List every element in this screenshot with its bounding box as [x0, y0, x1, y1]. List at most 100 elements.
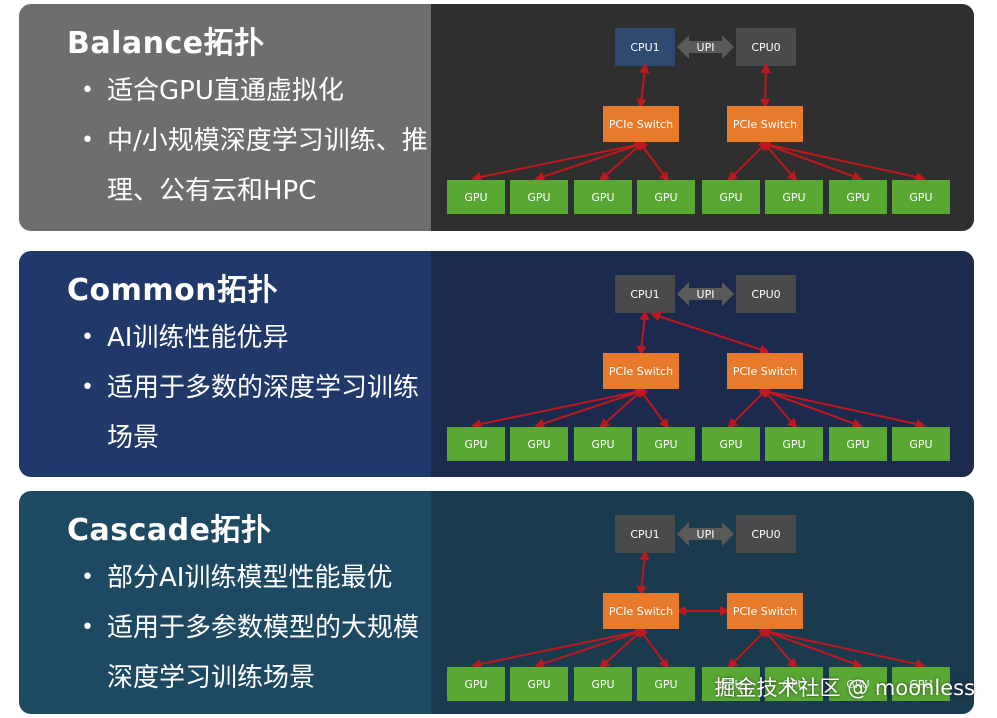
bullet-item: AI训练性能优异	[81, 313, 437, 363]
gpu-box-label: GPU	[527, 678, 550, 691]
pcie-switch-right: PCIe Switch	[727, 106, 803, 142]
gpu-box-label: GPU	[654, 191, 677, 204]
gpu-box-rect	[637, 180, 695, 214]
gpu-box: GPU	[765, 667, 823, 701]
gpu-box-rect	[892, 180, 950, 214]
cpu0-box-rect	[736, 515, 796, 553]
cpu1-box-rect	[615, 275, 675, 313]
switch-gpu-link	[638, 626, 669, 670]
cpu-switch-link	[636, 550, 650, 596]
panel-title: Common拓扑	[67, 273, 279, 308]
gpu-box-rect	[765, 667, 823, 701]
cpu-switch-link	[636, 310, 650, 356]
gpu-box-rect	[574, 427, 632, 461]
switch-gpu-link	[599, 387, 645, 429]
gpu-box-rect	[892, 427, 950, 461]
bullet-item: 适合GPU直通虚拟化	[81, 66, 437, 116]
gpu-box: GPU	[702, 667, 760, 701]
switch-gpu-link	[760, 387, 926, 429]
switch-gpu-link	[727, 387, 769, 429]
cpu1-box-label: CPU1	[630, 288, 659, 301]
gpu-box-rect	[765, 427, 823, 461]
panel-title: Balance拓扑	[67, 26, 265, 61]
cpu0-box-rect	[736, 28, 796, 66]
upi-label: UPI	[697, 288, 715, 301]
switch-gpu-link	[638, 386, 669, 430]
cpu1-box: CPU1	[615, 515, 675, 553]
cpu-switch-link	[636, 63, 650, 109]
pcie-switch-right-rect	[727, 106, 803, 142]
gpu-box: GPU	[574, 180, 632, 214]
cpu1-box-label: CPU1	[630, 528, 659, 541]
gpu-box-label: GPU	[464, 678, 487, 691]
gpu-box-label: GPU	[464, 438, 487, 451]
gpu-box-label: GPU	[591, 678, 614, 691]
cpu0-box-rect	[736, 275, 796, 313]
gpu-box: GPU	[510, 667, 568, 701]
pcie-switch-right: PCIe Switch	[727, 353, 803, 389]
pcie-switch-left-label: PCIe Switch	[609, 365, 673, 378]
cpu0-box: CPU0	[736, 28, 796, 66]
pcie-switch-left: PCIe Switch	[603, 353, 679, 389]
gpu-box-label: GPU	[591, 191, 614, 204]
gpu-box-rect	[765, 180, 823, 214]
pcie-switch-right: PCIe Switch	[727, 593, 803, 629]
gpu-box-rect	[637, 427, 695, 461]
switch-gpu-link	[599, 627, 645, 669]
gpu-box: GPU	[829, 427, 887, 461]
watermark: 掘金技术社区 @ moonless	[714, 676, 975, 700]
gpu-box-rect	[510, 427, 568, 461]
gpu-box: GPU	[447, 427, 505, 461]
gpu-box-label: GPU	[782, 191, 805, 204]
pcie-switch-left-rect	[603, 353, 679, 389]
gpu-box-label: GPU	[909, 438, 932, 451]
gpu-box-label: GPU	[909, 191, 932, 204]
gpu-box-rect	[574, 667, 632, 701]
bullet-list: 部分AI训练模型性能最优 适用于多参数模型的大规模深度学习训练场景	[81, 553, 437, 703]
switch-gpu-link	[760, 627, 926, 669]
balance-panel: Balance拓扑 适合GPU直通虚拟化 中/小规模深度学习训练、推理、公有云和…	[19, 4, 974, 231]
switch-gpu-link	[599, 140, 645, 182]
bullet-item: 部分AI训练模型性能最优	[81, 553, 437, 603]
pcie-switch-right-rect	[727, 593, 803, 629]
cpu-switch-link	[650, 311, 770, 355]
gpu-box: GPU	[510, 427, 568, 461]
gpu-box-rect	[892, 667, 950, 701]
upi-arrow	[677, 35, 734, 59]
gpu-box-rect	[447, 667, 505, 701]
gpu-box: GPU	[637, 667, 695, 701]
pcie-switch-left: PCIe Switch	[603, 106, 679, 142]
pcie-switch-right-label: PCIe Switch	[733, 365, 797, 378]
gpu-box-label: GPU	[782, 438, 805, 451]
cpu1-box-label: CPU1	[630, 41, 659, 54]
cpu1-box-rect	[615, 515, 675, 553]
pcie-switch-left: PCIe Switch	[603, 593, 679, 629]
switch-gpu-link	[727, 140, 769, 182]
gpu-box: GPU	[892, 427, 950, 461]
gpu-box-rect	[702, 427, 760, 461]
gpu-box-label: GPU	[782, 678, 805, 691]
gpu-box-label: GPU	[527, 191, 550, 204]
switch-gpu-link	[727, 627, 769, 669]
gpu-box-rect	[574, 180, 632, 214]
switch-gpu-link	[760, 140, 926, 182]
gpu-box-rect	[510, 667, 568, 701]
gpu-box: GPU	[702, 427, 760, 461]
upi-label: UPI	[697, 528, 715, 541]
pcie-switch-right-label: PCIe Switch	[733, 118, 797, 131]
upi-label: UPI	[697, 41, 715, 54]
panel-title: Cascade拓扑	[67, 513, 272, 548]
gpu-box: GPU	[892, 667, 950, 701]
bullet-list: 适合GPU直通虚拟化 中/小规模深度学习训练、推理、公有云和HPC	[81, 66, 437, 216]
gpu-box-rect	[510, 180, 568, 214]
gpu-box: GPU	[637, 427, 695, 461]
gpu-box-label: GPU	[846, 438, 869, 451]
pcie-switch-right-label: PCIe Switch	[733, 605, 797, 618]
gpu-box-rect	[702, 667, 760, 701]
bullet-list: AI训练性能优异 适用于多数的深度学习训练场景	[81, 313, 437, 463]
